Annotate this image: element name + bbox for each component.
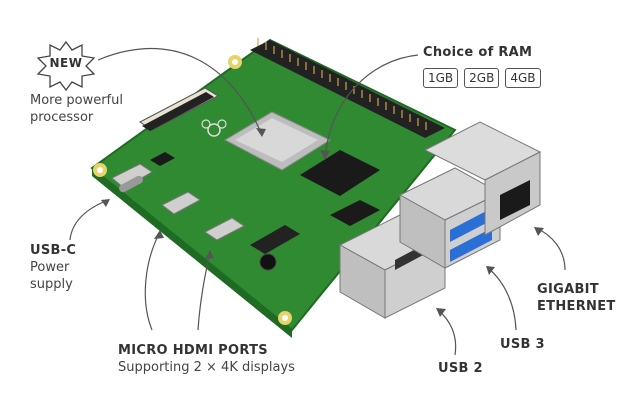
usbc-label-title: USB-C (30, 243, 77, 258)
gpio-header (250, 38, 445, 138)
callout-ethernet (535, 227, 566, 271)
processor-label: More powerful processor (30, 92, 123, 126)
callout-ram (324, 54, 419, 159)
usb-c-port (111, 163, 153, 193)
usb3-label: USB 3 (500, 337, 545, 352)
processor-label-line2: processor (30, 110, 94, 125)
audio-jack (250, 225, 300, 271)
usb2-label: USB 2 (438, 361, 483, 376)
new-badge-icon (36, 40, 96, 92)
new-badge-label: NEW (49, 56, 83, 70)
hdmi-label-title: MICRO HDMI PORTS (118, 343, 268, 358)
hdmi-label: MICRO HDMI PORTS Supporting 2 × 4K displ… (118, 342, 295, 376)
ram-option-2gb: 2GB (464, 68, 500, 88)
micro-hdmi-ports (161, 191, 245, 241)
ram-chip (300, 150, 380, 196)
ram-option-1gb: 1GB (423, 68, 459, 88)
processor-chip (223, 111, 332, 171)
ethernet-label-line1: GIGABIT (537, 282, 599, 297)
display-connector (139, 87, 220, 131)
ram-option-4gb: 4GB (505, 68, 541, 88)
ethernet-port (423, 121, 542, 236)
raspberry-logo-icon (201, 119, 227, 137)
callout-hdmi-1 (144, 231, 161, 331)
ethernet-label-line2: ETHERNET (537, 299, 616, 314)
ram-options: 1GB 2GB 4GB (423, 68, 541, 88)
callout-arrowheads (101, 128, 544, 317)
usbc-label-line3: supply (30, 277, 73, 292)
ram-title: Choice of RAM (423, 45, 533, 60)
callout-processor (97, 47, 263, 136)
ethernet-label: GIGABIT ETHERNET (537, 281, 616, 315)
callout-usb2 (437, 309, 457, 356)
usbc-label: USB-C Power supply (30, 242, 76, 293)
usbc-label-line2: Power (30, 260, 70, 275)
callout-usb3 (487, 267, 517, 331)
callout-usbc (69, 199, 109, 241)
processor-label-line1: More powerful (30, 93, 123, 108)
hdmi-label-sub: Supporting 2 × 4K displays (118, 360, 295, 375)
